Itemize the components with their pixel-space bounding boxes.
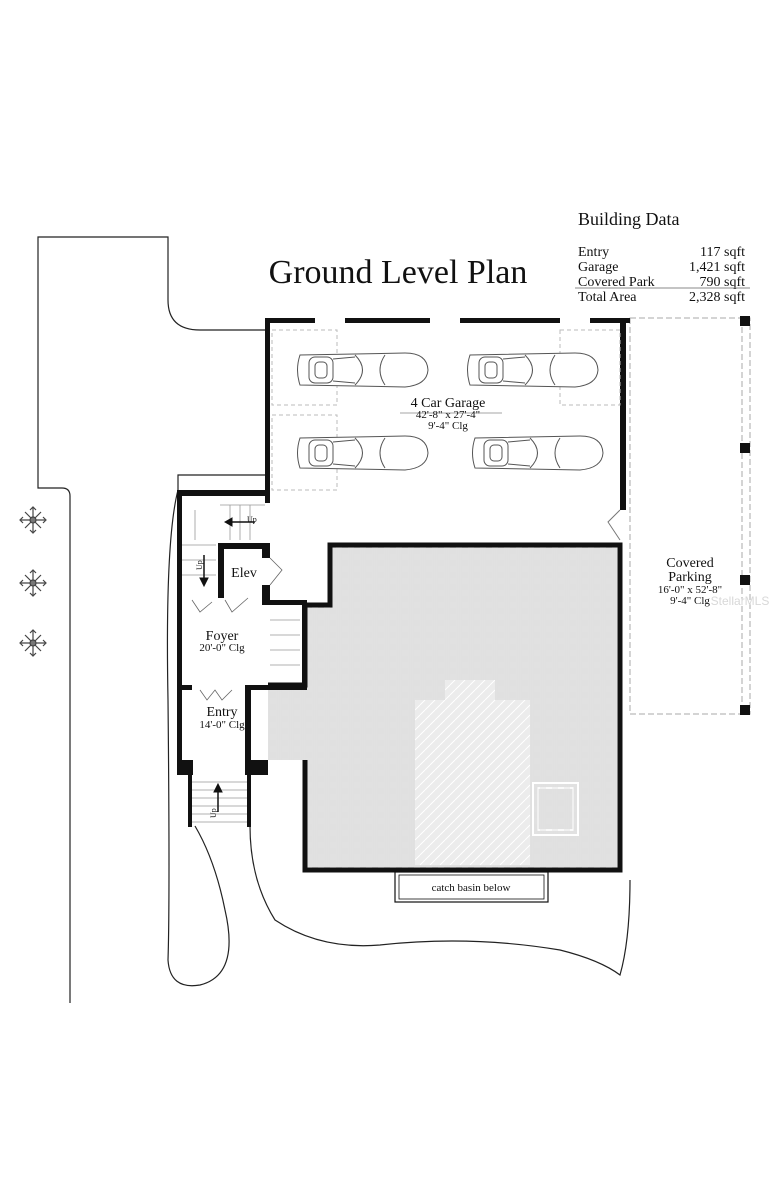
- data-label-covered-park: Covered Park: [578, 275, 655, 290]
- driveway-curve: [166, 474, 631, 987]
- entry-label: Entry: [206, 705, 237, 720]
- catch-basin: [394, 871, 549, 903]
- data-value-covered-park: 790 sqft: [700, 275, 746, 290]
- catch-basin-label: catch basin below: [432, 882, 511, 894]
- data-value-total: 2,328 sqft: [689, 290, 745, 305]
- building-data-heading: Building Data: [578, 209, 680, 229]
- data-value-entry: 117 sqft: [700, 245, 745, 260]
- covered-parking-outline: [629, 317, 751, 715]
- page-title: Ground Level Plan: [269, 254, 528, 291]
- column-posts: [740, 316, 750, 715]
- garage-ceiling: 9'-4" Clg: [428, 420, 468, 432]
- garage-size: 42'-8" x 27'-4": [416, 409, 480, 421]
- covered-parking-size: 16'-0" x 52'-8": [658, 584, 722, 596]
- data-label-entry: Entry: [578, 245, 609, 260]
- stair-up-label: Up: [195, 560, 204, 570]
- data-value-garage: 1,421 sqft: [689, 260, 745, 275]
- watermark: StellarMLS: [711, 594, 770, 608]
- data-label-garage: Garage: [578, 260, 618, 275]
- covered-parking-ceiling: 9'-4" Clg: [670, 595, 710, 607]
- entry-ceiling: 14'-0" Clg: [199, 719, 245, 731]
- foyer-label: Foyer: [206, 629, 239, 644]
- garage-label: 4 Car Garage: [411, 396, 486, 411]
- stair-up-label: Up: [209, 808, 218, 818]
- covered-parking-label-1: Covered: [666, 556, 713, 571]
- data-label-total: Total Area: [578, 290, 637, 305]
- property-line: [37, 236, 265, 1003]
- stair-up-label: Up: [247, 515, 257, 524]
- covered-parking-label-2: Parking: [668, 570, 712, 585]
- foyer-ceiling: 20'-0" Clg: [199, 642, 245, 654]
- elevator-label: Elev: [231, 566, 257, 581]
